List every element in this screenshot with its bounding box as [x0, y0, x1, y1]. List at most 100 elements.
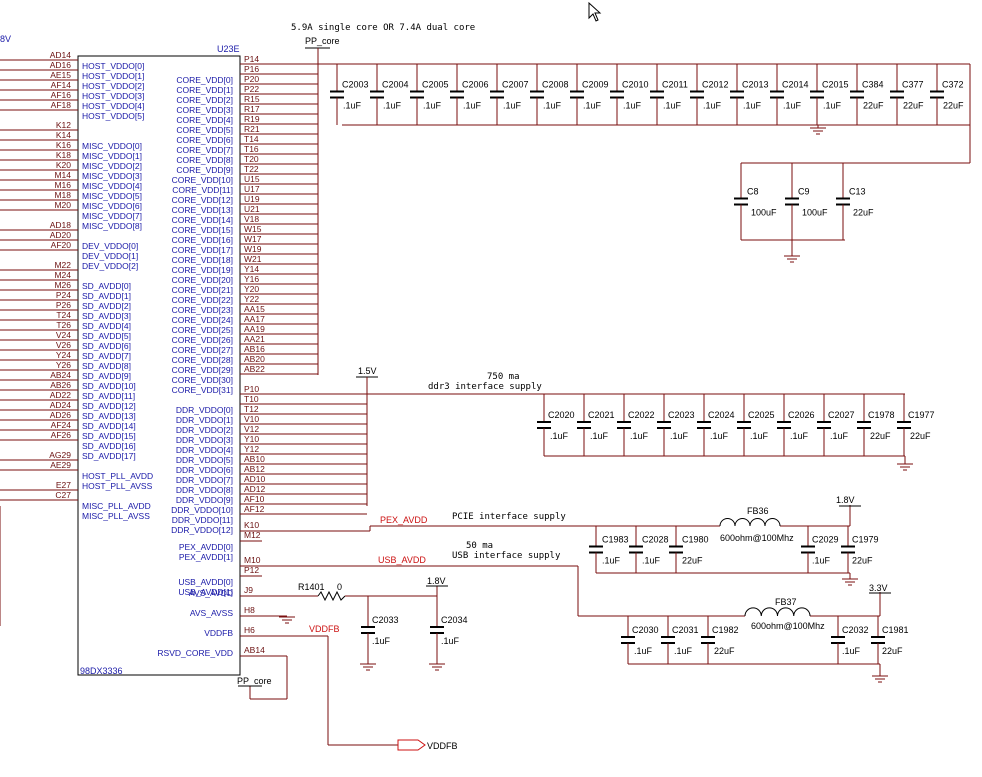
pin-number: K14	[56, 130, 71, 140]
pin-name: CORE_VDD[2]	[176, 95, 233, 105]
pin-name: CORE_VDD[31]	[172, 385, 233, 395]
usb-avdd-net: USB_AVDD	[378, 555, 426, 565]
cap-value: .1uF	[583, 101, 602, 111]
pin-number: AD24	[50, 400, 72, 410]
cap-value: .1uF	[823, 101, 842, 111]
pin-number: AB16	[244, 344, 265, 354]
pex-filter-parts: C1983.1uFC2028.1uFC198022uFFB36600ohm@10…	[589, 506, 879, 586]
cap-ref: C2024	[708, 410, 735, 420]
pin-number: AA21	[244, 334, 265, 344]
fb36-ref: FB36	[747, 506, 769, 516]
pin-number: K12	[56, 120, 71, 130]
capacitor-c2015: C2015.1uF	[810, 64, 849, 125]
pin-name: DDR_VDDO[8]	[176, 485, 233, 495]
pin-name: MISC_VDDO[3]	[82, 171, 142, 181]
pin-name: DEV_VDDO[1]	[82, 251, 138, 261]
pin-number: R21	[244, 124, 260, 134]
pin-number: P14	[244, 54, 259, 64]
ground-symbol-pex	[842, 578, 858, 586]
cap-value: .1uF	[743, 101, 762, 111]
cap-ref: C2034	[441, 615, 468, 625]
cap-ref: C1977	[908, 410, 935, 420]
pin-name: CORE_VDD[12]	[172, 195, 233, 205]
capacitor-c2003: C2003.1uF	[330, 64, 369, 125]
pin-number: K10	[244, 520, 259, 530]
right-pin-row: M10	[244, 555, 261, 565]
pin-name: DDR_VDDO[4]	[176, 445, 233, 455]
cap-ref: C2020	[548, 410, 575, 420]
pin-name: CORE_VDD[0]	[176, 75, 233, 85]
cap-ref: C1983	[602, 535, 629, 545]
pin-number: P26	[56, 300, 71, 310]
pin-name: DDR_VDDO[10]	[171, 505, 233, 515]
pin-name: USB_AVDD[0]	[178, 577, 233, 587]
pin-number: U21	[244, 204, 260, 214]
pin-number: W17	[244, 234, 262, 244]
pin-number: Y26	[56, 360, 71, 370]
right-pin-row: DDR_VDDO[12]	[171, 525, 233, 535]
pin-number: AA19	[244, 324, 265, 334]
pin-number: W19	[244, 244, 262, 254]
pin-name: CORE_VDD[20]	[172, 275, 233, 285]
usb-current-note: 50 ma	[466, 541, 493, 551]
pin-name: MISC_VDDO[4]	[82, 181, 142, 191]
cap-ref: C2012	[702, 80, 729, 90]
pin-name: CORE_VDD[18]	[172, 255, 233, 265]
pin-name: CORE_VDD[30]	[172, 375, 233, 385]
pin-name: SD_AVDD[14]	[82, 421, 136, 431]
pin-number: U19	[244, 194, 260, 204]
pin-number: Y22	[244, 294, 259, 304]
capacitor-c2024: C2024.1uF	[697, 394, 735, 456]
cap-ref: C2011	[662, 80, 688, 90]
cap-ref: C2009	[582, 80, 609, 90]
capacitor-c2010: C2010.1uF	[610, 64, 649, 125]
pin-number: AF10	[244, 494, 265, 504]
pin-number: AD18	[50, 220, 72, 230]
cap-ref: C2008	[542, 80, 569, 90]
pin-name: CORE_VDD[4]	[176, 115, 233, 125]
pin-name: MISC_VDDO[8]	[82, 221, 142, 231]
pin-name: HOST_VDDO[5]	[82, 111, 144, 121]
capacitor-c2004: C2004.1uF	[370, 64, 409, 125]
chip-body	[77, 55, 241, 676]
pin-name: MISC_VDDO[7]	[82, 211, 142, 221]
pin-number: Y16	[244, 274, 259, 284]
pin-name: DEV_VDDO[2]	[82, 261, 138, 271]
pin-number: AD26	[50, 410, 72, 420]
pin-number: V10	[244, 414, 259, 424]
pin-number: R15	[244, 94, 260, 104]
right-pin-row: CORE_VDD[31]	[172, 385, 233, 395]
pin-name: CORE_VDD[1]	[176, 85, 233, 95]
cap-value: .1uF	[343, 101, 362, 111]
pin-name: MISC_PLL_AVDD	[82, 501, 151, 511]
pin-name: CORE_VDD[5]	[176, 125, 233, 135]
cap-value: .1uF	[783, 101, 802, 111]
cap-ref: C2030	[632, 625, 659, 635]
left-pin-group: AD14HOST_VDDO[0]AD16HOST_VDDO[1]AE15HOST…	[0, 50, 153, 626]
capacitor-c2027: C2027.1uF	[817, 394, 855, 456]
cap-ref: C1982	[712, 625, 739, 635]
pin-number: AB14	[244, 645, 265, 655]
net-1v5: 1.5V	[358, 366, 377, 376]
